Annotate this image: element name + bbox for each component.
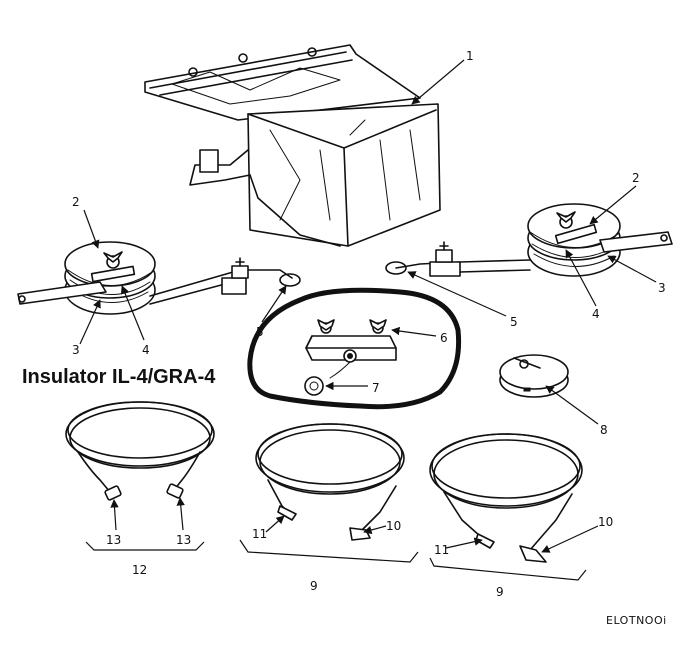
group-brackets	[85, 539, 587, 581]
callout-13-right: 13	[176, 533, 191, 547]
figure-id: ELOTNOOi	[606, 614, 667, 627]
callout-4-left: 4	[142, 343, 150, 357]
coaxial-cable-illustration	[65, 401, 215, 501]
callout-numbers: 1 2 2 3 3 4 4 5 5 6 7 8 9 9 10 10 11 11 …	[72, 49, 666, 599]
right-antenna-reel-illustration	[385, 203, 673, 277]
carrying-bag-illustration	[144, 44, 441, 247]
left-antenna-reel-illustration	[17, 241, 301, 315]
antenna-wire-right-illustration	[429, 433, 583, 563]
callout-12: 12	[132, 563, 147, 577]
callout-5-right: 5	[510, 315, 518, 329]
callout-7: 7	[372, 381, 380, 395]
callout-11-right: 11	[434, 543, 449, 557]
callout-3-left: 3	[72, 343, 80, 357]
callout-9-middle: 9	[310, 579, 318, 593]
figure-title: Insulator IL-4/GRA-4	[22, 366, 216, 388]
callout-2-left: 2	[72, 195, 80, 209]
callout-2-right: 2	[632, 171, 640, 185]
reel-cover-illustration	[499, 354, 569, 398]
antenna-wire-middle-illustration	[255, 423, 405, 541]
callout-10-right: 10	[598, 515, 613, 529]
insulator-illustration	[247, 287, 462, 410]
callout-13-left: 13	[106, 533, 121, 547]
leader-lines	[79, 59, 657, 553]
callout-8: 8	[600, 423, 608, 437]
callout-10-middle: 10	[386, 519, 401, 533]
callout-1: 1	[466, 49, 474, 63]
callout-4-right: 4	[592, 307, 600, 321]
callout-11-middle: 11	[252, 527, 267, 541]
callout-3-right: 3	[658, 281, 666, 295]
callout-9-right: 9	[496, 585, 504, 599]
callout-5-left: 5	[256, 325, 264, 339]
callout-6: 6	[440, 331, 448, 345]
